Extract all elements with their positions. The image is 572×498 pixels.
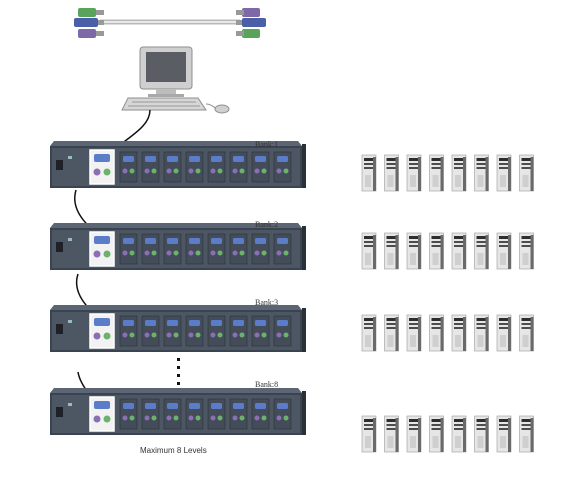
kvm-switch-icon (50, 305, 306, 352)
server-tower-icon (406, 415, 422, 453)
kvm-port-icon (163, 151, 182, 183)
server-tower-icon (361, 314, 377, 352)
server-tower-icon (474, 232, 489, 270)
keyboard-icon (121, 97, 207, 111)
kvm-port-icon (251, 233, 270, 265)
server-tower-icon (406, 314, 422, 352)
kvm-port-icon (163, 233, 182, 265)
ellipsis-dots (177, 358, 180, 385)
kvm-port-icon (207, 233, 226, 265)
server-tower-icon (474, 415, 489, 453)
kvm-port-icon (185, 233, 204, 265)
kvm-port-icon (251, 398, 270, 430)
server-tower-icon (384, 154, 399, 192)
kvm-port-icon (141, 233, 160, 265)
server-tower-icon (384, 314, 399, 352)
kvm-port-icon (273, 315, 292, 347)
kvm-port-icon (207, 398, 226, 430)
kvm-port-icon (163, 398, 182, 430)
kvm-cable-icon (74, 8, 266, 38)
server-tower-icon (429, 314, 444, 352)
server-tower-icon (384, 232, 399, 270)
server-tower-icon (519, 154, 534, 192)
server-tower-icon (406, 154, 422, 192)
kvm-port-icon (229, 151, 248, 183)
bank-label-3: Bank:3 (255, 298, 279, 307)
server-tower-icon (451, 415, 467, 453)
mouse-icon (205, 103, 230, 114)
kvm-port-icon (251, 315, 270, 347)
kvm-port-icon (185, 151, 204, 183)
kvm-port-icon (119, 398, 138, 430)
kvm-port-icon (229, 315, 248, 347)
server-tower-icon (519, 232, 534, 270)
kvm-switch-icon (50, 141, 306, 188)
kvm-port-icon (273, 233, 292, 265)
server-tower-icon (519, 415, 534, 453)
bank-label-8: Bank:8 (255, 380, 279, 389)
server-tower-icon (474, 314, 489, 352)
server-tower-icon (384, 415, 399, 453)
server-tower-icon (429, 232, 444, 270)
bank-label-1: Bank:1 (255, 140, 279, 149)
server-tower-icon (474, 154, 489, 192)
server-tower-icon (496, 314, 512, 352)
server-tower-icon (429, 415, 444, 453)
kvm-port-icon (119, 151, 138, 183)
kvm-port-icon (207, 315, 226, 347)
kvm-port-icon (273, 151, 292, 183)
server-tower-icon (361, 154, 377, 192)
bank-label-2: Bank:2 (255, 220, 279, 229)
monitor-icon (139, 46, 193, 97)
kvm-port-icon (229, 398, 248, 430)
kvm-port-icon (185, 398, 204, 430)
kvm-port-icon (185, 315, 204, 347)
diagram-caption: Maximum 8 Levels (140, 446, 207, 455)
server-tower-icon (429, 154, 444, 192)
server-tower-icon (451, 232, 467, 270)
server-tower-icon (496, 232, 512, 270)
kvm-port-icon (251, 151, 270, 183)
server-tower-icon (496, 415, 512, 453)
kvm-port-icon (119, 233, 138, 265)
kvm-port-icon (229, 233, 248, 265)
kvm-port-icon (119, 315, 138, 347)
kvm-switch-icon (50, 388, 306, 435)
kvm-port-icon (273, 398, 292, 430)
server-grid (361, 154, 534, 453)
kvm-port-icon (141, 315, 160, 347)
kvm-switch-icon (50, 223, 306, 270)
server-tower-icon (496, 154, 512, 192)
server-tower-icon (361, 232, 377, 270)
kvm-port-icon (141, 151, 160, 183)
kvm-port-icon (163, 315, 182, 347)
server-tower-icon (361, 415, 377, 453)
kvm-switch-stack (50, 141, 306, 435)
server-tower-icon (451, 314, 467, 352)
server-tower-icon (519, 314, 534, 352)
kvm-port-icon (207, 151, 226, 183)
server-tower-icon (451, 154, 467, 192)
kvm-port-icon (141, 398, 160, 430)
server-tower-icon (406, 232, 422, 270)
